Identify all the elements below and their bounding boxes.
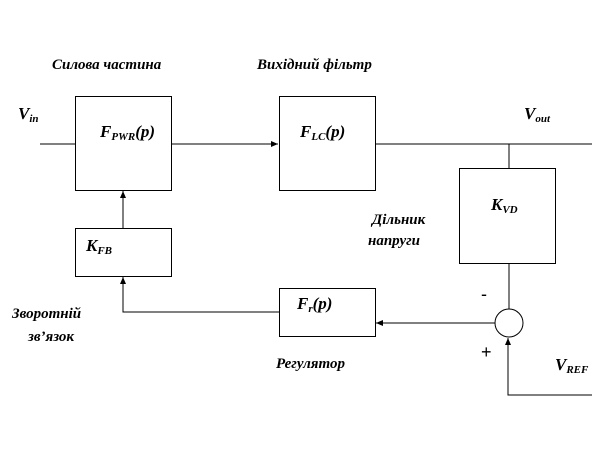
reg-block-label: Fr(p)	[297, 294, 333, 315]
feedback-title-1: Зворотній	[12, 306, 82, 322]
vref-line	[505, 338, 592, 396]
vd-block	[459, 168, 556, 264]
feedback-title-2: зв’язок	[28, 329, 75, 345]
voltage-divider-title-2: напруги	[368, 233, 421, 249]
fb-block	[75, 228, 172, 277]
vout-label: Vout	[524, 104, 551, 125]
pwr-block	[75, 96, 172, 191]
lc-block	[279, 96, 376, 191]
fb-block-label: KFB	[86, 236, 113, 257]
vref-label: VREF	[555, 355, 589, 376]
vd-block-label: KVD	[491, 195, 518, 216]
lc-block-label: FLC(p)	[300, 122, 346, 143]
pwr-block-label: FPWR(p)	[100, 122, 156, 143]
reg-block	[279, 288, 376, 337]
vin-label: Vin	[18, 104, 39, 125]
regulator-title: Регулятор	[276, 356, 345, 372]
voltage-divider-title-1: Дільник	[372, 212, 426, 228]
summing-junction	[494, 308, 524, 338]
minus-sign: -	[481, 284, 487, 304]
power-stage-title: Силова частина	[52, 57, 162, 73]
reg-to-fb-arrow	[120, 277, 279, 313]
output-filter-title: Вихідний фільтр	[257, 57, 372, 73]
plus-sign: +	[481, 342, 492, 362]
